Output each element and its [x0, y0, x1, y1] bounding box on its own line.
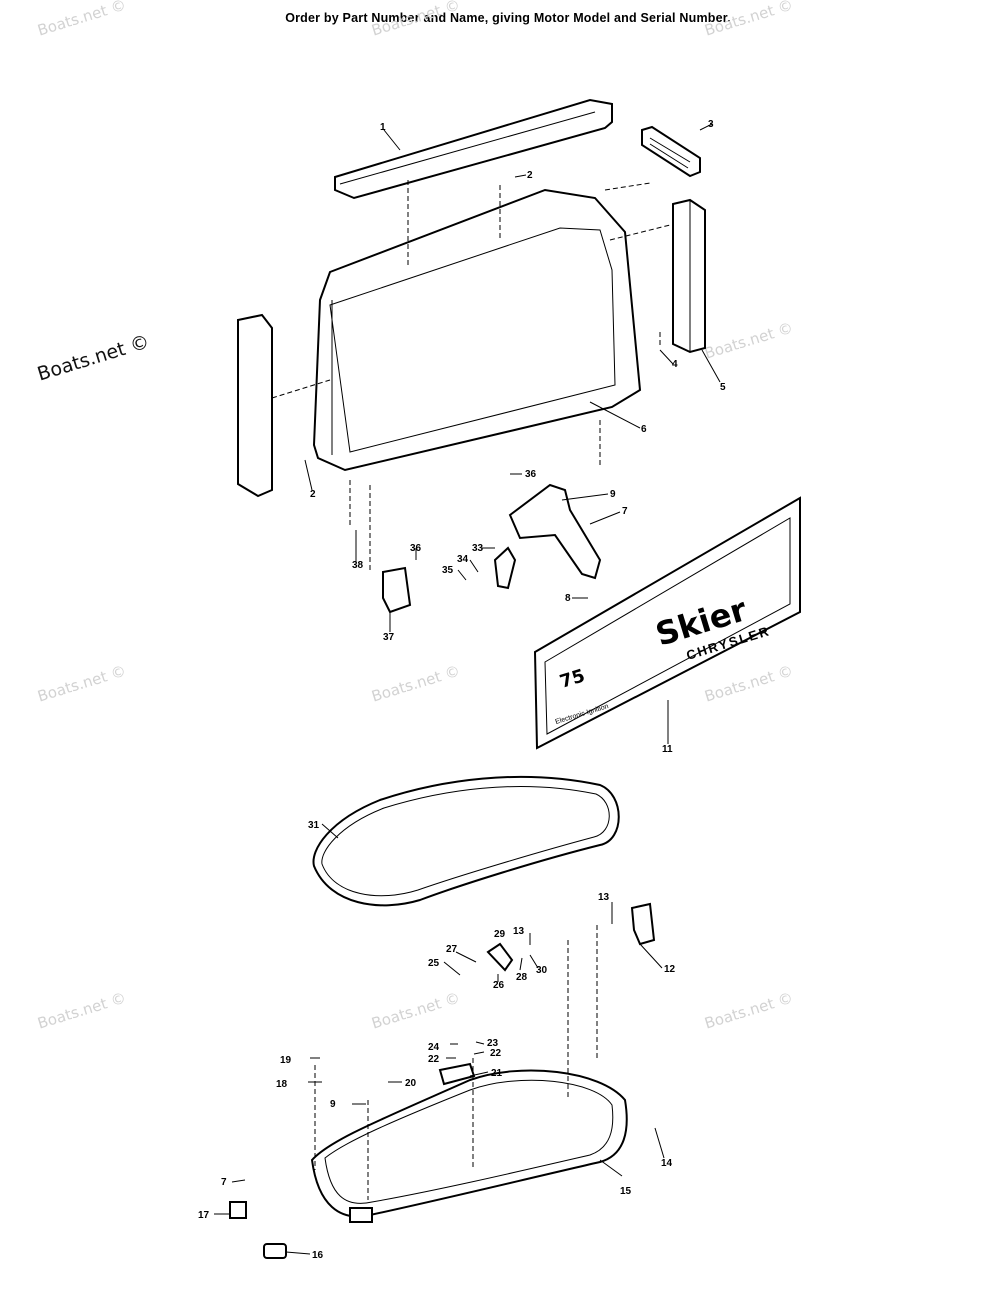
callout-21: 21 — [491, 1068, 503, 1079]
callout-2: 2 — [310, 489, 316, 500]
callout-29: 29 — [494, 929, 506, 940]
callout-13: 13 — [513, 926, 525, 937]
part-decal — [533, 496, 801, 750]
part-engine-cover — [312, 188, 642, 472]
callout-13: 13 — [598, 892, 610, 903]
callout-20: 20 — [405, 1078, 417, 1089]
callout-4: 4 — [672, 359, 678, 370]
part-latch-arm — [493, 546, 517, 590]
callout-22: 22 — [490, 1048, 502, 1059]
callout-14: 14 — [661, 1158, 673, 1169]
callout-9: 9 — [610, 489, 616, 500]
callout-12: 12 — [664, 964, 676, 975]
part-lever-27 — [486, 942, 514, 972]
part-latch-handle — [630, 902, 656, 946]
callout-22: 22 — [428, 1054, 440, 1065]
callout-7: 7 — [221, 1177, 227, 1188]
callout-2: 2 — [527, 170, 533, 181]
callout-37: 37 — [383, 632, 395, 643]
callout-16: 16 — [312, 1250, 324, 1261]
part-side-trim-left — [237, 313, 273, 498]
callout-6: 6 — [641, 424, 647, 435]
callout-7: 7 — [622, 506, 628, 517]
part-plate-21 — [438, 1062, 476, 1086]
callout-30: 30 — [536, 965, 548, 976]
part-mount-bracket — [382, 566, 412, 614]
order-instructions: Order by Part Number and Name, giving Mo… — [285, 11, 731, 25]
part-latch-bracket — [508, 483, 602, 580]
part-clip-17 — [229, 1201, 247, 1219]
callout-18: 18 — [276, 1079, 288, 1090]
callout-26: 26 — [493, 980, 505, 991]
part-grommet-16 — [263, 1243, 287, 1259]
callout-36: 36 — [410, 543, 422, 554]
callout-38: 38 — [352, 560, 364, 571]
callout-33: 33 — [472, 543, 484, 554]
callout-25: 25 — [428, 958, 440, 969]
callout-35: 35 — [442, 565, 454, 576]
callout-24: 24 — [428, 1042, 440, 1053]
callout-27: 27 — [446, 944, 458, 955]
part-top-trim — [334, 98, 613, 200]
callout-31: 31 — [308, 820, 320, 831]
part-side-channel — [672, 198, 706, 354]
callout-3: 3 — [708, 119, 714, 130]
callout-23: 23 — [487, 1038, 499, 1049]
part-seal — [312, 775, 620, 907]
part-rear-grille — [641, 125, 701, 178]
part-lower-pan — [310, 1069, 628, 1223]
callout-9: 9 — [330, 1099, 336, 1110]
callout-15: 15 — [620, 1186, 632, 1197]
callout-5: 5 — [720, 382, 726, 393]
callout-17: 17 — [198, 1210, 210, 1221]
callout-28: 28 — [516, 972, 528, 983]
callout-34: 34 — [457, 554, 469, 565]
callout-36: 36 — [525, 469, 537, 480]
callout-1: 1 — [380, 122, 386, 133]
callout-8: 8 — [565, 593, 571, 604]
callout-11: 11 — [662, 744, 673, 755]
callout-19: 19 — [280, 1055, 292, 1066]
